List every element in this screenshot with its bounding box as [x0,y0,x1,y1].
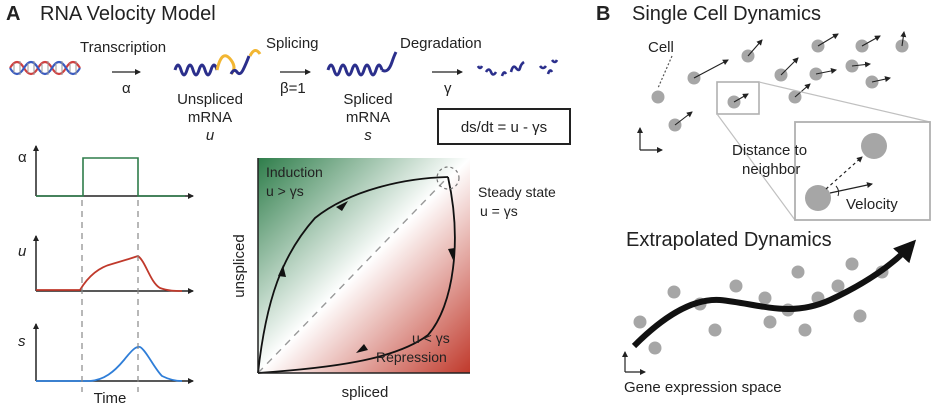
cell-velocity-pointer [657,55,673,89]
cell-label: Cell [648,39,674,56]
distance-arrow [825,156,863,190]
induction-arrow-1 [278,265,286,277]
panel-b-title: Single Cell Dynamics [632,3,821,25]
splicing-label: Splicing [266,35,319,52]
u-curve [36,254,183,292]
repression-title: Repression [376,349,447,365]
zoom-line-top [758,81,931,123]
distance-label-line1: Distance to [732,142,807,159]
phase-portrait: Induction u > γs Steady state u = γs u <… [231,158,556,401]
equation-box [437,108,571,145]
spliced-axis-label: spliced [342,384,389,401]
u-axis-label: u [18,243,27,260]
spliced-symbol: s [364,127,372,144]
spliced-mrna-label: mRNA [346,109,390,126]
dna-icon [9,60,81,76]
unspliced-axis-label: unspliced [231,234,248,297]
velocity-arrow [829,182,873,194]
s-axis-label: s [18,333,26,350]
induction-title: Induction [266,164,323,180]
gamma-rate-label: γ [444,80,452,97]
induction-arrow-2 [336,201,348,211]
s-curve [36,345,183,382]
gene-expression-space-label: Gene expression space [624,379,782,396]
unspliced-mrna-icon [173,49,262,77]
steady-state-title: Steady state [478,184,556,200]
zoom-source-box [716,81,760,115]
alpha-rate-label: α [122,80,131,97]
phase-background [258,158,470,373]
steady-state-marker [436,166,460,190]
degraded-fragments-icon [476,59,559,77]
repression-trajectory [257,176,456,374]
repression-condition: u < γs [412,330,450,346]
unspliced-symbol: u [206,127,215,144]
steady-state-condition: u = γs [480,203,518,219]
panel-a-letter: A [6,3,20,25]
steady-state-line [257,176,449,374]
velocity-label: Velocity [846,196,898,213]
unspliced-label: Unspliced [177,91,243,108]
focus-cell [805,185,831,211]
cell-cloud-top [651,31,909,132]
induction-condition: u > γs [266,183,304,199]
velocity-equation: ds/dt = u - γs [461,119,547,136]
alpha-axis-label: α [18,149,27,166]
alpha-time-plot: α [18,145,194,199]
neighbor-cell [861,133,887,159]
cell-cloud-bottom [633,257,889,355]
spliced-label: Spliced [343,91,392,108]
alpha-pulse-line [36,157,185,197]
zoom-line-bottom [716,113,796,221]
degradation-label: Degradation [400,35,482,52]
u-time-plot: u [18,235,194,294]
spliced-mrna-icon [326,51,398,77]
extrapolated-trajectory-arrow [631,239,917,349]
repression-arrow-1 [448,248,455,260]
panel-b-letter: B [596,3,610,25]
induction-trajectory [257,176,449,374]
beta-rate-label: β=1 [280,80,306,97]
unspliced-mrna-label: mRNA [188,109,232,126]
repression-arrow-2 [356,344,368,353]
distance-label-line2: neighbor [742,161,800,178]
angle-arc [835,185,840,197]
extrapolated-title: Extrapolated Dynamics [626,229,832,251]
s-time-plot: s [18,323,194,384]
time-axis-label: Time [94,390,127,407]
transcription-label: Transcription [80,39,166,56]
panel-a-title: RNA Velocity Model [40,3,216,25]
